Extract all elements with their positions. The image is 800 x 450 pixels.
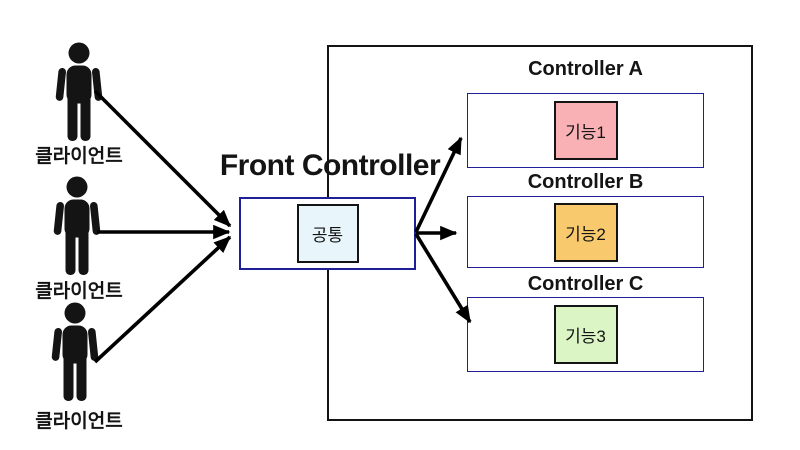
person-icon: [53, 176, 101, 275]
controller-c-box: 기능3: [467, 297, 704, 372]
feature1-box: 기능1: [553, 101, 618, 160]
controller-c-label: Controller C: [527, 273, 644, 295]
client-label: 클라이언트: [35, 146, 123, 167]
controller-a-label: Controller A: [528, 58, 643, 80]
feature3-box: 기능3: [553, 305, 618, 364]
front-controller-box: 공통: [239, 197, 416, 270]
front-controller-title: Front Controller: [219, 149, 441, 182]
client-label: 클라이언트: [35, 281, 123, 302]
controller-b-label: Controller B: [527, 171, 644, 193]
common-logic-box: 공통: [296, 204, 359, 263]
person-icon: [51, 302, 99, 401]
controller-b-box: 기능2: [467, 196, 704, 268]
feature2-box: 기능2: [553, 202, 618, 262]
person-icon: [55, 42, 103, 141]
client-label: 클라이언트: [35, 411, 123, 432]
controller-a-box: 기능1: [467, 93, 704, 168]
